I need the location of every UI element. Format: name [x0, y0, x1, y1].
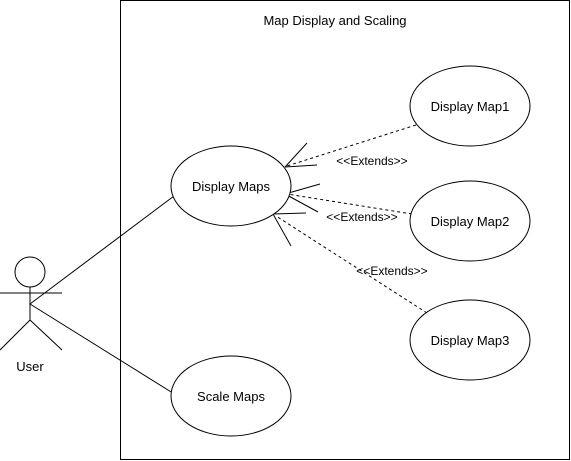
extends-line-1 — [286, 124, 417, 167]
use-case-display-map2-label: Display Map2 — [431, 214, 510, 229]
actor-head — [14, 256, 46, 288]
use-case-display-maps-label: Display Maps — [192, 179, 271, 194]
arrowhead-2 — [284, 183, 321, 213]
arrowhead-1 — [284, 142, 318, 168]
use-case-display-map2: Display Map2 — [409, 180, 531, 262]
use-case-display-map1: Display Map1 — [409, 65, 531, 147]
use-case-display-map3-label: Display Map3 — [431, 333, 510, 348]
system-title: Map Display and Scaling — [263, 13, 406, 28]
extends-label-2: <<Extends>> — [326, 210, 397, 224]
actor-label: User — [16, 359, 44, 374]
use-case-display-map1-label: Display Map1 — [431, 99, 510, 114]
use-case-display-map3: Display Map3 — [409, 299, 531, 381]
use-case-display-maps: Display Maps — [170, 145, 292, 227]
extends-label-1: <<Extends>> — [336, 154, 407, 168]
association-scale-maps — [29, 303, 177, 396]
use-case-scale-maps-label: Scale Maps — [197, 389, 265, 404]
actor-left-leg — [0, 319, 31, 351]
actor-right-leg — [29, 319, 63, 351]
actor-user — [0, 256, 63, 351]
arrowhead-3 — [272, 212, 307, 247]
association-display-maps — [29, 195, 175, 305]
extends-label-3: <<Extends>> — [356, 264, 427, 278]
use-case-scale-maps: Scale Maps — [170, 355, 292, 437]
